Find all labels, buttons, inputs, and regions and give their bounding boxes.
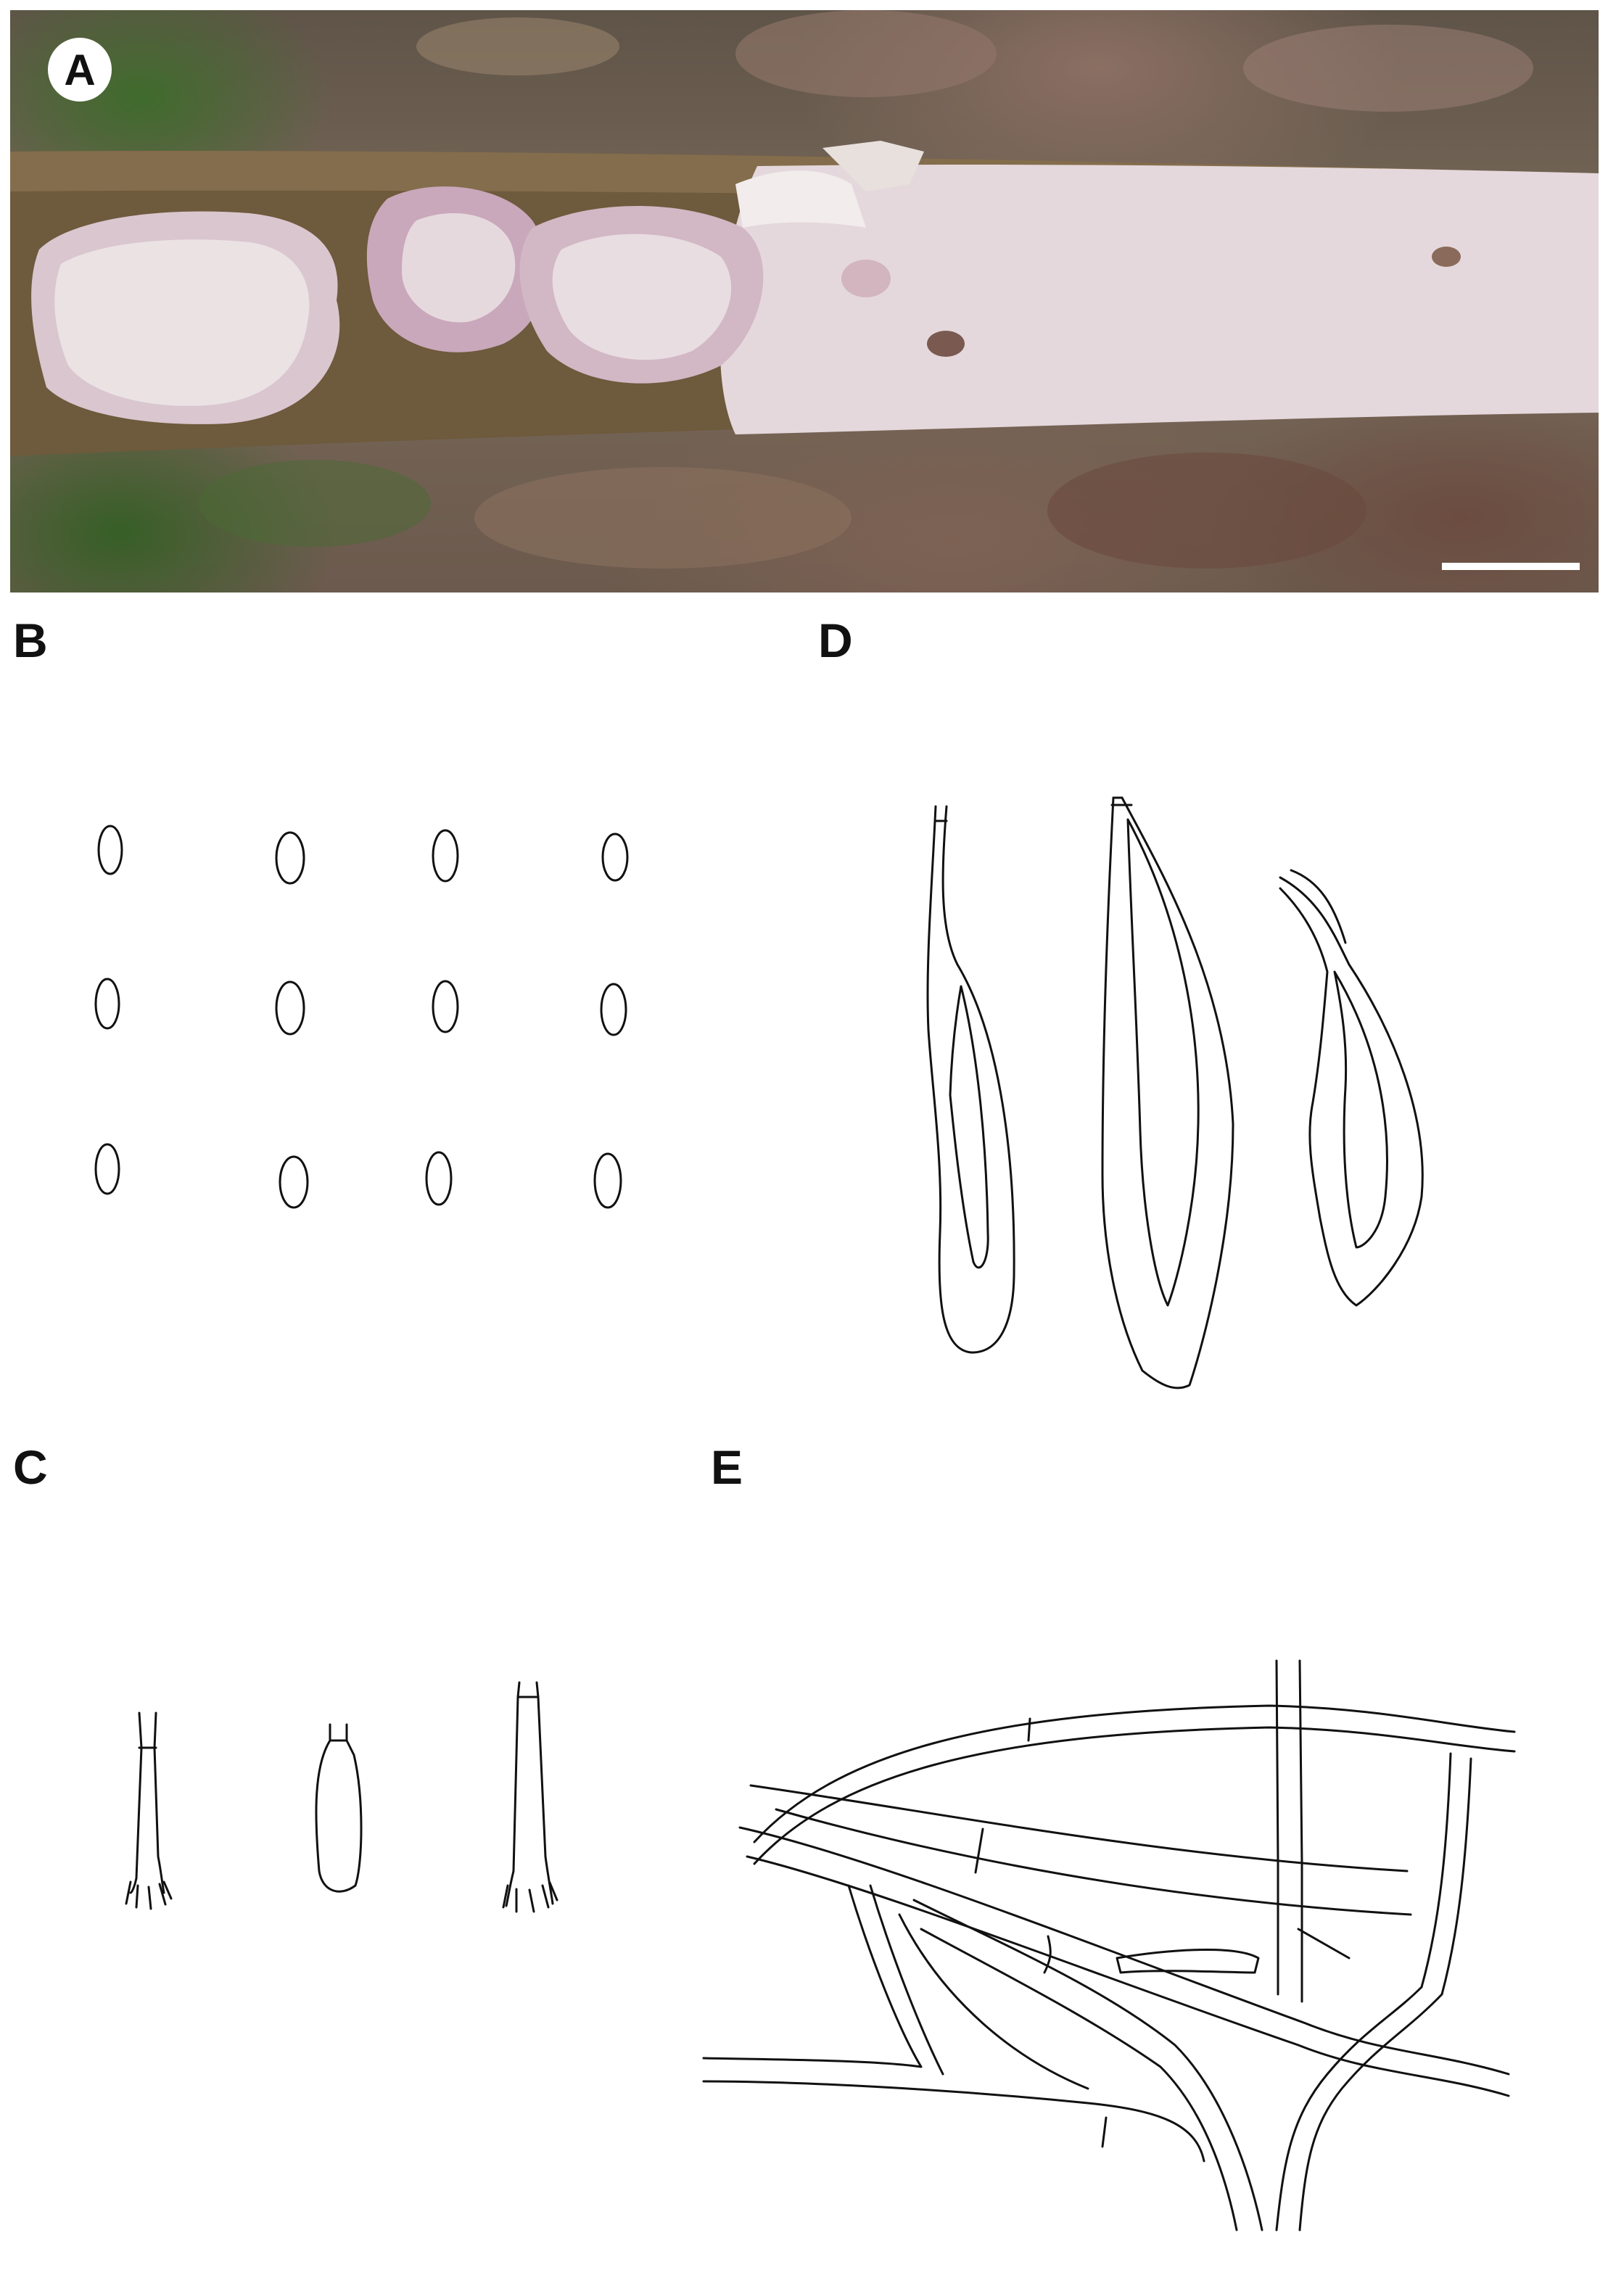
basidiospores-drawing bbox=[94, 825, 629, 1209]
panel-label-c: C bbox=[13, 1440, 48, 1494]
panel-label-d: D bbox=[818, 614, 853, 667]
hyphae-drawing bbox=[702, 1659, 1516, 2231]
cystidia-drawing bbox=[926, 796, 1424, 1389]
specimen-photo bbox=[10, 10, 1599, 592]
panel-label-b: B bbox=[13, 614, 48, 667]
panel-label-e: E bbox=[711, 1440, 743, 1494]
branch-illustration bbox=[10, 10, 1599, 569]
scale-bar bbox=[1442, 563, 1580, 570]
panel-label-a: A bbox=[48, 38, 112, 102]
basidia-drawing bbox=[125, 1681, 558, 1913]
